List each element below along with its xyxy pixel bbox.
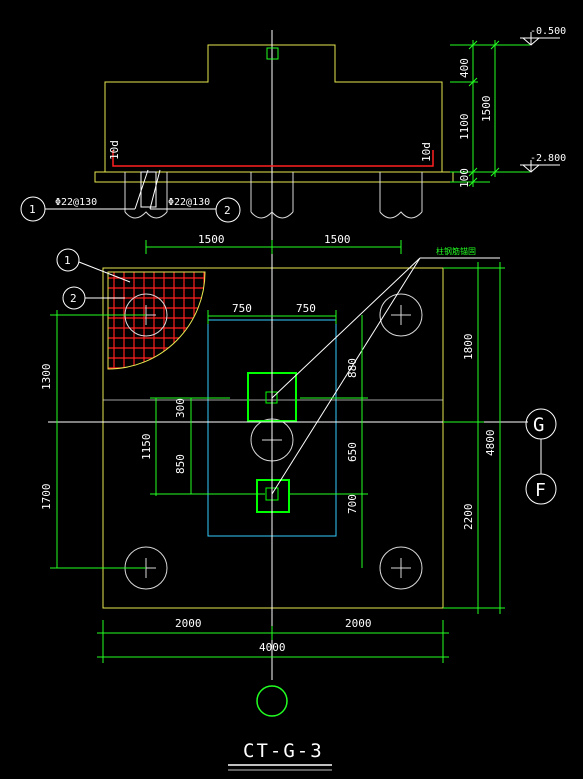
inner-dim-300: 300 [174,398,187,418]
section-right-dims [450,40,530,187]
anchor-right-label: 10d [420,142,433,162]
elevation-top-marker [520,32,560,46]
plan-bottom-dims [97,620,449,663]
plan-cap-outline [102,267,444,609]
section-dim-400: 400 [458,58,471,78]
mid-dim-700: 700 [346,494,359,514]
mid-dim-650: 650 [346,442,359,462]
rebar-callout-1: 1 Φ22@130 [20,169,149,222]
plan-right-dim-1800: 1800 [462,334,475,361]
section-pile-mid [250,172,294,219]
plan-left-dim-1300: 1300 [40,364,53,391]
rebar-callout-2: 2 Φ22@130 [149,169,241,223]
section-bottom-rebar [112,150,434,167]
pile-bottom-right [379,546,423,590]
plan-bottom-dim-overall: 4000 [259,641,286,654]
elevation-bottom-marker [520,160,560,173]
marker-1-text: 1 [29,203,36,216]
column-lower [256,479,290,513]
plan-top-dim-right: 1500 [324,233,351,246]
plan-marker-2-text: 2 [70,292,77,305]
rebar-right-label: Φ22@130 [168,197,210,208]
plan-bottom-bubble [256,685,288,717]
section-pile-left [124,171,168,219]
anchor-left-label: 10d [108,140,121,160]
plan-callout-2: 2 [62,286,125,310]
grid-bubble-f: F [525,473,557,505]
marker-2-text: 2 [224,204,231,217]
grid-g-label: G [533,414,544,436]
elevation-bottom-label: -2.800 [530,153,566,164]
plan-top-dims [145,240,402,324]
section-dim-100: 100 [458,168,471,188]
inner-dim-1150: 1150 [140,434,153,461]
column-stub [266,47,279,60]
plan-left-dim-1700: 1700 [40,484,53,511]
plan-bottom-dim-right: 2000 [345,617,372,630]
section-view: 10d 10d 1 Φ22@130 2 Φ22@ [20,26,566,250]
plan-right-dim-2200: 2200 [462,504,475,531]
section-dim-1500: 1500 [480,96,493,123]
note-leader [271,257,500,495]
elevation-top-label: -0.500 [530,26,566,37]
section-cap-outline [104,44,443,172]
grid-f-label: F [535,480,546,501]
plan-top-dim-left: 1500 [198,233,225,246]
plan-left-dims [50,310,265,569]
grid-bubble-g: G [525,408,557,474]
plan-bottom-dim-left: 2000 [175,617,202,630]
rebar-mesh-quarter [107,271,206,370]
plan-view: 柱钢筋锚固 1 2 1500 1500 750 750 [40,233,557,717]
pedestal-dim-right: 750 [296,302,316,315]
plan-marker-1-text: 1 [64,254,71,267]
plan-right-dims [443,262,505,614]
plan-mid-dims [290,315,368,568]
section-pile-right [379,172,423,219]
plan-right-dim-4800: 4800 [484,430,497,457]
pile-top-right [379,293,423,337]
note-label: 柱钢筋锚固 [436,246,476,256]
inner-dim-850: 850 [174,454,187,474]
mid-dim-880: 880 [346,358,359,378]
pedestal-dim-left: 750 [232,302,252,315]
title-text: CT-G-3 [243,740,324,762]
section-dim-1100: 1100 [458,114,471,141]
drawing-title: CT-G-3 [228,740,332,771]
section-cushion [94,171,454,183]
plan-callout-1: 1 [56,248,131,283]
rebar-left-label: Φ22@130 [55,197,97,208]
